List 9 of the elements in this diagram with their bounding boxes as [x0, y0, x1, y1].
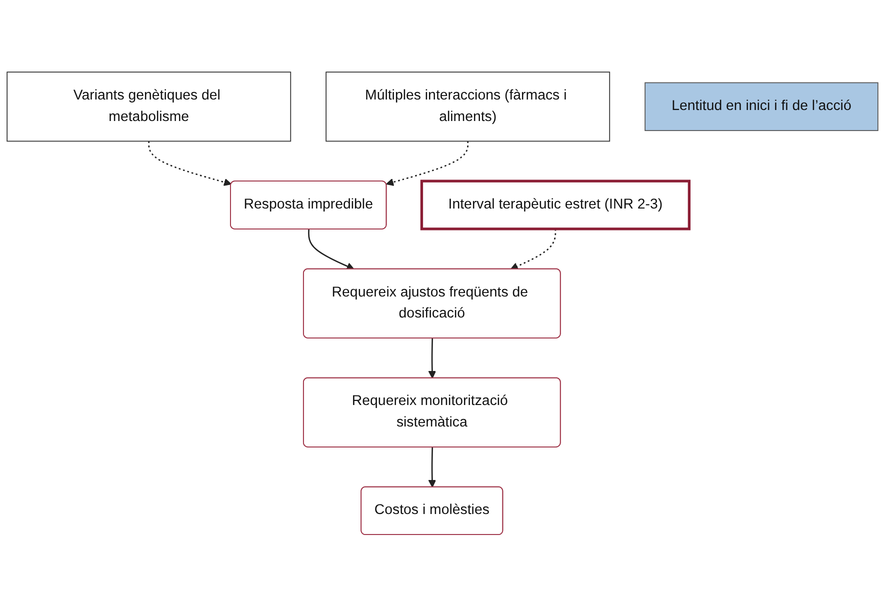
- arrow: [428, 338, 436, 378]
- arrow: [148, 140, 232, 186]
- node-box: Lentitud en inici i fi de l’acció: [644, 82, 878, 131]
- arrow: [428, 446, 436, 488]
- node-box: Múltiples interaccions (fàrmacs i aliments): [326, 71, 610, 142]
- node-box: Variants genètiques del metabolisme: [6, 71, 292, 142]
- arrow: [386, 140, 469, 186]
- node-box: Interval terapèutic estret (INR 2-3): [420, 179, 691, 230]
- arrow: [308, 229, 354, 270]
